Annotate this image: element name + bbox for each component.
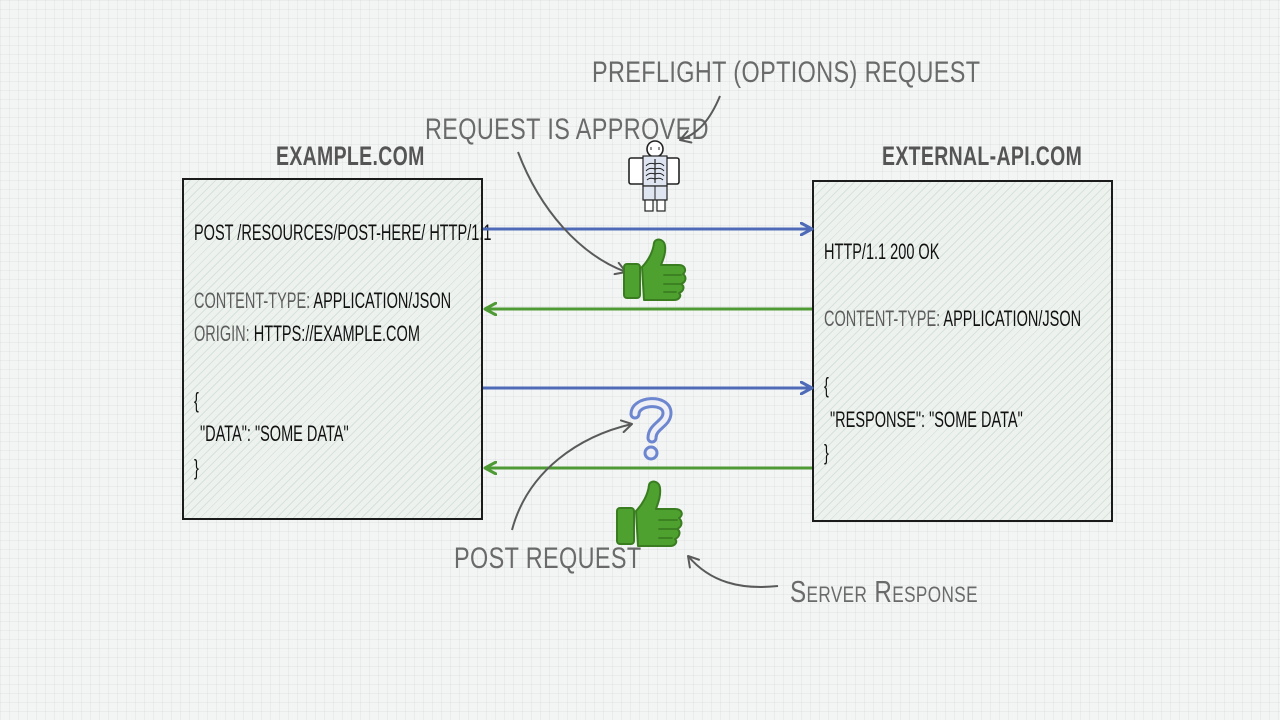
header-value: APPLICATION/JSON: [313, 288, 452, 313]
xray-icon: [628, 140, 680, 212]
status-line: HTTP/1.1 200 OK: [824, 239, 940, 264]
annotation-approved: REQUEST IS APPROVED: [425, 113, 709, 146]
header-content-type: CONTENT-TYPE: APPLICATION/JSON: [824, 306, 1081, 332]
pointer-server-response: [687, 555, 779, 588]
server-box-example-com: [182, 178, 483, 520]
body-open-brace: {: [194, 388, 199, 413]
thumbs-up-icon: [616, 480, 683, 547]
header-origin: ORIGIN: HTTPS://EXAMPLE.COM: [194, 321, 420, 347]
body-response-line: "RESPONSE": "SOME DATA": [830, 407, 1023, 432]
pointer-approved: [517, 151, 627, 276]
body-close-brace: }: [824, 440, 829, 465]
header-key: ORIGIN:: [194, 321, 250, 346]
server-box-external-api: [812, 180, 1113, 522]
body-open-brace: {: [824, 373, 829, 398]
question-mark-icon: [629, 397, 673, 461]
header-content-type: CONTENT-TYPE: APPLICATION/JSON: [194, 288, 451, 314]
request-line: POST /RESOURCES/POST-HERE/ HTTP/1.1: [194, 220, 492, 245]
pointer-preflight: [679, 95, 721, 144]
header-value: HTTPS://EXAMPLE.COM: [253, 321, 420, 346]
header-key: CONTENT-TYPE:: [824, 306, 941, 331]
server-title-external-api: EXTERNAL-API.COM: [882, 141, 1083, 171]
header-value: APPLICATION/JSON: [943, 306, 1082, 331]
server-title-example-com: EXAMPLE.COM: [276, 141, 425, 171]
pointer-post-request: [511, 419, 633, 531]
body-close-brace: }: [194, 455, 199, 480]
annotation-preflight: PREFLIGHT (OPTIONS) REQUEST: [592, 56, 981, 89]
body-data-line: "DATA": "SOME DATA": [200, 421, 349, 446]
thumbs-up-icon: [623, 238, 687, 301]
annotation-post-request: POST REQUEST: [454, 542, 642, 575]
header-key: CONTENT-TYPE:: [194, 288, 311, 313]
annotation-server-response: Server Response: [790, 574, 978, 609]
